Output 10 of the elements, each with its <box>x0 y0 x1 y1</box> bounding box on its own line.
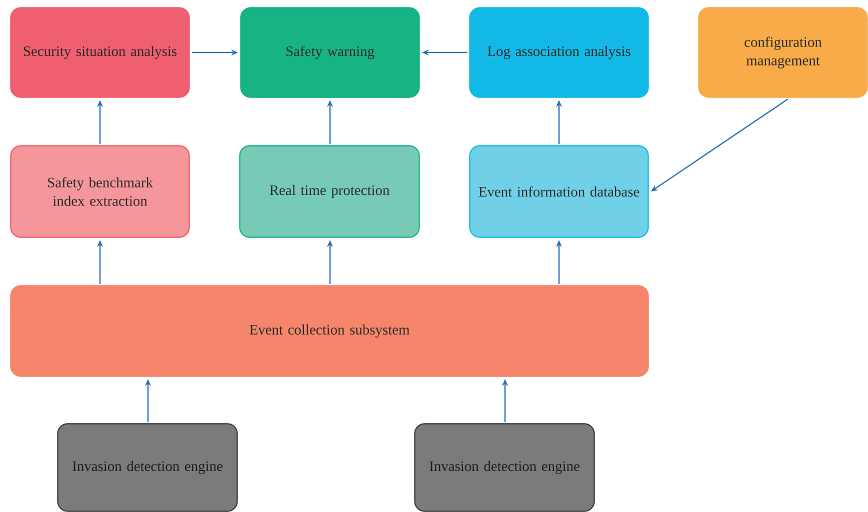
engine-box: Invasion detection engine <box>57 423 238 512</box>
process-box: Safety warning <box>240 7 420 98</box>
process-box: Log association analysis <box>469 7 649 98</box>
process-box: Event information database <box>469 145 649 238</box>
subsystem-band: Event collection subsystem <box>10 285 649 377</box>
process-box: configuration management <box>698 7 868 98</box>
process-box: Security situation analysis <box>10 7 190 98</box>
process-box: Real time protection <box>239 145 420 238</box>
engine-box: Invasion detection engine <box>414 423 595 512</box>
process-box: Safety benchmark index extraction <box>10 145 190 238</box>
